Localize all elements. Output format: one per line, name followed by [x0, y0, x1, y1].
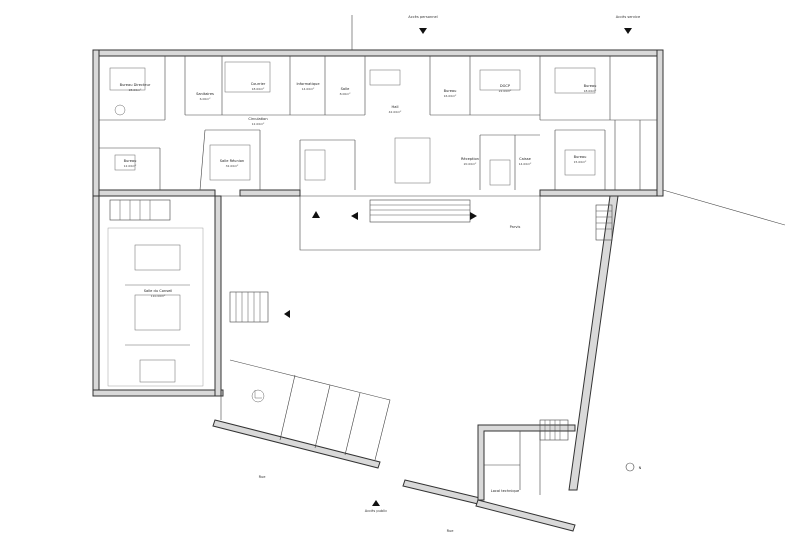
svg-text:Accès personnel: Accès personnel	[408, 15, 437, 19]
svg-text:Salle du Conseil: Salle du Conseil	[144, 289, 173, 293]
svg-text:28.00m²: 28.00m²	[129, 88, 143, 92]
room-label-bureau-dir: Bureau Directeur	[120, 83, 151, 87]
council-room-furniture	[125, 244, 190, 383]
south-courtyard-wall	[212, 419, 381, 469]
main-building-walls	[92, 49, 664, 197]
east-courtyard-wall	[568, 195, 619, 491]
left-wing-east-wall	[214, 195, 222, 397]
svg-text:Rue: Rue	[259, 475, 267, 479]
svg-text:18.00m²: 18.00m²	[584, 89, 598, 93]
north-arrow: N	[625, 462, 642, 472]
east-road-line	[662, 189, 785, 226]
svg-text:Caisse: Caisse	[519, 157, 531, 161]
arrow-right-icon	[470, 212, 477, 220]
west-wing-stairs	[109, 199, 171, 221]
south-wall-right	[539, 189, 664, 197]
svg-text:22.00m²: 22.00m²	[499, 89, 513, 93]
arrow-down-icon	[624, 28, 632, 34]
svg-text:DGCP: DGCP	[500, 84, 511, 88]
svg-text:Bureau: Bureau	[124, 159, 137, 163]
west-wall-top	[92, 49, 100, 197]
north-wall	[92, 49, 664, 57]
svg-text:16.00m²: 16.00m²	[444, 94, 458, 98]
arrow-left-icon	[284, 310, 290, 318]
svg-text:Hall: Hall	[392, 105, 399, 109]
svg-text:Local technique: Local technique	[491, 489, 520, 493]
entrance-markers: Accès personnel Accès service Parvis Rue…	[259, 15, 641, 533]
council-room-outline	[107, 227, 204, 387]
east-wall-top	[656, 49, 664, 197]
left-wing-south-wall	[92, 389, 224, 397]
arrow-up-icon	[312, 211, 320, 218]
svg-text:Parvis: Parvis	[510, 225, 521, 229]
svg-text:Bureau: Bureau	[444, 89, 457, 93]
arrow-up-icon	[372, 500, 380, 506]
annex-south-wall	[475, 499, 576, 532]
annex-building	[475, 424, 576, 532]
svg-text:18.00m²: 18.00m²	[252, 87, 266, 91]
svg-text:42.00m²: 42.00m²	[389, 110, 403, 114]
svg-text:110.00m²: 110.00m²	[151, 294, 166, 298]
svg-text:14.00m²: 14.00m²	[519, 162, 533, 166]
svg-text:6.00m²: 6.00m²	[200, 97, 212, 101]
svg-text:15.00m²: 15.00m²	[574, 160, 588, 164]
svg-text:Circulation: Circulation	[248, 117, 267, 121]
svg-text:Courrier: Courrier	[251, 82, 266, 86]
arrow-left-icon	[351, 212, 358, 220]
top-wing-partitions	[99, 56, 657, 191]
office-furniture	[109, 61, 596, 186]
svg-text:Bureau: Bureau	[574, 155, 587, 159]
svg-text:Bureau: Bureau	[584, 84, 597, 88]
room-labels: Bureau Directeur 28.00m² Bureau 12.00m² …	[120, 82, 598, 493]
svg-text:Accès public: Accès public	[365, 509, 387, 513]
svg-text:Rue: Rue	[447, 529, 455, 533]
accessibility-icon	[251, 389, 265, 403]
annex-stairs	[539, 419, 569, 441]
main-entrance-stairs	[369, 199, 471, 223]
svg-text:N: N	[639, 466, 642, 470]
left-wing-walls	[92, 195, 224, 397]
svg-text:14.00m²: 14.00m²	[302, 87, 316, 91]
svg-text:Informatique: Informatique	[296, 82, 320, 86]
svg-text:12.00m²: 12.00m²	[124, 164, 138, 168]
west-wall-lower	[92, 195, 100, 397]
svg-text:Sanitaires: Sanitaires	[196, 92, 214, 96]
svg-text:Salle Réunion: Salle Réunion	[220, 159, 244, 163]
svg-text:Réception: Réception	[461, 157, 479, 161]
courtyard-stairs	[229, 291, 269, 323]
svg-text:32.00m²: 32.00m²	[226, 164, 240, 168]
svg-text:20.00m²: 20.00m²	[464, 162, 478, 166]
svg-text:Accès service: Accès service	[616, 15, 641, 19]
courtyard	[212, 195, 619, 505]
svg-text:8.00m²: 8.00m²	[340, 92, 352, 96]
south-wall-left	[92, 189, 216, 197]
svg-text:12.00m²: 12.00m²	[252, 122, 266, 126]
east-exterior-stairs	[595, 204, 613, 241]
south-wall-mid	[239, 189, 301, 197]
arrow-down-icon	[419, 28, 427, 34]
south-courtyard-wall-2	[402, 479, 481, 505]
svg-text:Salle: Salle	[341, 87, 350, 91]
